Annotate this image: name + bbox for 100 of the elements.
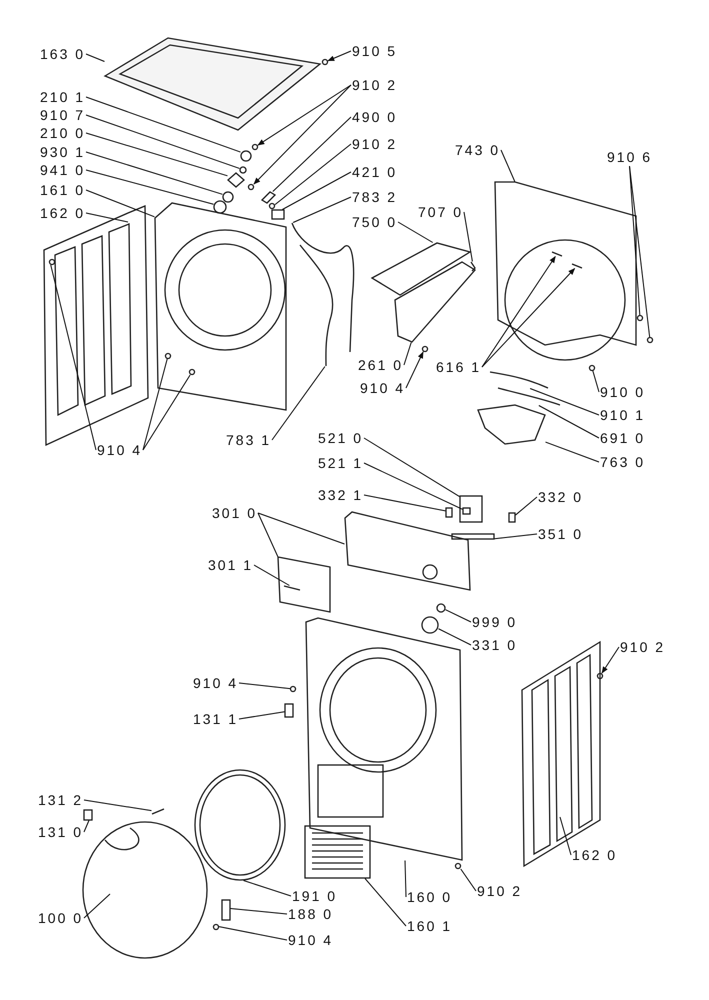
leader-line	[364, 878, 406, 926]
leader-line	[86, 190, 155, 218]
leader-line	[364, 462, 463, 510]
callout-number: 161 0	[40, 182, 86, 198]
latch	[83, 809, 93, 821]
leader-line	[364, 438, 460, 498]
knob-spring	[240, 150, 252, 162]
control-panel	[344, 511, 471, 591]
clip	[470, 262, 476, 272]
callout-number: 910 4	[193, 675, 238, 691]
callout-number: 910 6	[607, 149, 652, 165]
leader-line	[230, 908, 288, 914]
callout-number: 188 0	[288, 906, 334, 922]
filter	[477, 404, 546, 445]
leader-line	[86, 152, 223, 195]
callout-number: 131 1	[193, 711, 238, 727]
screw	[596, 672, 604, 680]
callout-number: 332 0	[538, 489, 584, 505]
callout-number: 941 0	[40, 162, 86, 178]
callout-number: 750 0	[352, 214, 398, 230]
callout-number: 783 1	[226, 432, 272, 448]
door	[82, 821, 208, 959]
leader-line	[238, 711, 285, 720]
knob-cap	[436, 603, 446, 613]
leader-line	[142, 374, 191, 450]
callout-number: 351 0	[538, 526, 584, 542]
leader-line	[218, 926, 288, 940]
callout-number: 743 0	[455, 142, 500, 158]
hose	[300, 244, 334, 366]
switch	[271, 209, 285, 220]
leader-line	[86, 114, 240, 169]
callout-number: 910 4	[288, 932, 334, 948]
gasket-strip	[490, 371, 548, 389]
leader-line	[530, 388, 600, 416]
detergent-drawer	[277, 556, 331, 613]
screw	[322, 58, 328, 66]
leader-line	[629, 166, 640, 316]
callout-number: 616 1	[436, 359, 482, 375]
lamp	[445, 507, 453, 518]
hinge	[221, 899, 231, 921]
bearing	[213, 200, 227, 214]
leader-line	[257, 84, 352, 146]
leader-line	[86, 132, 228, 176]
callout-number: 160 1	[407, 918, 452, 934]
callout-number: 331 0	[472, 637, 518, 653]
screw	[248, 184, 254, 190]
callout-number: 910 4	[360, 380, 406, 396]
leader-line	[86, 170, 214, 205]
callout-number: 210 0	[40, 125, 86, 141]
leader-line	[460, 868, 476, 892]
leader-line	[327, 50, 352, 62]
bearing-bracket	[227, 172, 245, 188]
side-panel	[43, 205, 149, 446]
leader-line	[272, 366, 326, 440]
leader-line	[292, 196, 352, 223]
leader-line	[482, 256, 556, 368]
leader-line	[404, 860, 406, 898]
callout-number: 910 2	[477, 883, 522, 899]
leader-line	[258, 512, 345, 545]
knob	[421, 616, 439, 634]
screw	[636, 314, 644, 322]
leader-line	[629, 166, 650, 338]
tray-housing	[394, 261, 476, 343]
leader-line	[254, 564, 290, 586]
callout-number: 421 0	[352, 164, 398, 180]
top-panel	[104, 37, 322, 131]
gasket-strip	[498, 387, 560, 406]
screw	[212, 924, 220, 930]
callout-number: 763 0	[600, 454, 646, 470]
leader-line	[84, 820, 90, 832]
rear-frame	[494, 181, 637, 361]
callout-number: 521 0	[318, 430, 364, 446]
callout-number: 910 5	[352, 43, 398, 59]
leader-line	[238, 682, 290, 690]
leader-line	[538, 405, 600, 438]
callout-number: 521 1	[318, 455, 364, 471]
callout-number: 131 0	[38, 824, 84, 840]
leader-line	[494, 534, 538, 540]
callout-number: 160 0	[407, 889, 452, 905]
leader-line	[86, 54, 105, 62]
leader-line	[253, 84, 352, 184]
callout-number: 191 0	[292, 888, 338, 904]
cover-strip	[451, 533, 495, 540]
screw	[454, 862, 462, 870]
leader-line	[500, 150, 516, 182]
callout-number: 162 0	[40, 205, 86, 221]
sensor	[260, 191, 276, 204]
callout-number: 910 2	[620, 639, 666, 655]
callout-number: 131 2	[38, 792, 84, 808]
callout-number: 100 0	[38, 910, 84, 926]
leader-line	[406, 351, 424, 388]
screw	[588, 364, 596, 372]
leader-line	[84, 800, 152, 812]
grille	[304, 825, 371, 879]
leader-line	[142, 358, 168, 450]
front-panel	[305, 617, 463, 861]
pin	[152, 808, 164, 815]
control-board	[459, 495, 483, 523]
leader-line	[282, 172, 352, 210]
leader-line	[560, 816, 572, 856]
